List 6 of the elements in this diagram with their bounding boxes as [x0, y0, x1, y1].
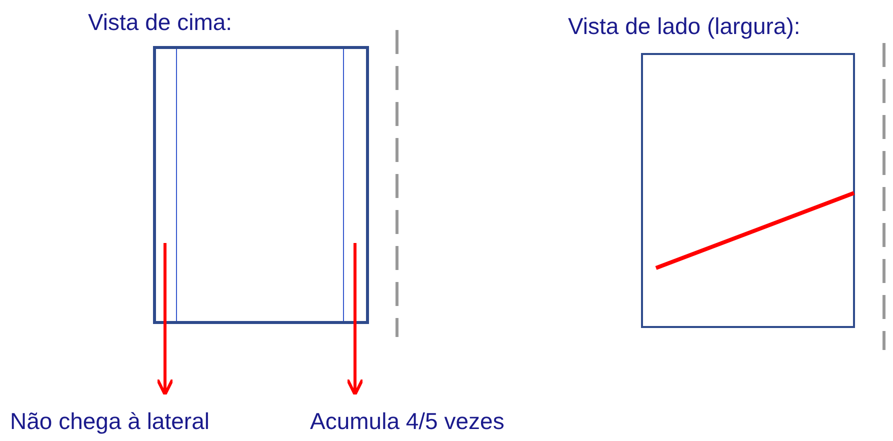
annotation-text: Não chega à lateral [10, 407, 210, 435]
annotation-text: Acumula 4/5 vezes [310, 407, 504, 435]
view-title: Vista de lado (largura): [568, 12, 800, 40]
view-title: Vista de cima: [88, 8, 232, 36]
arrow [156, 243, 174, 396]
arrow [346, 243, 364, 396]
